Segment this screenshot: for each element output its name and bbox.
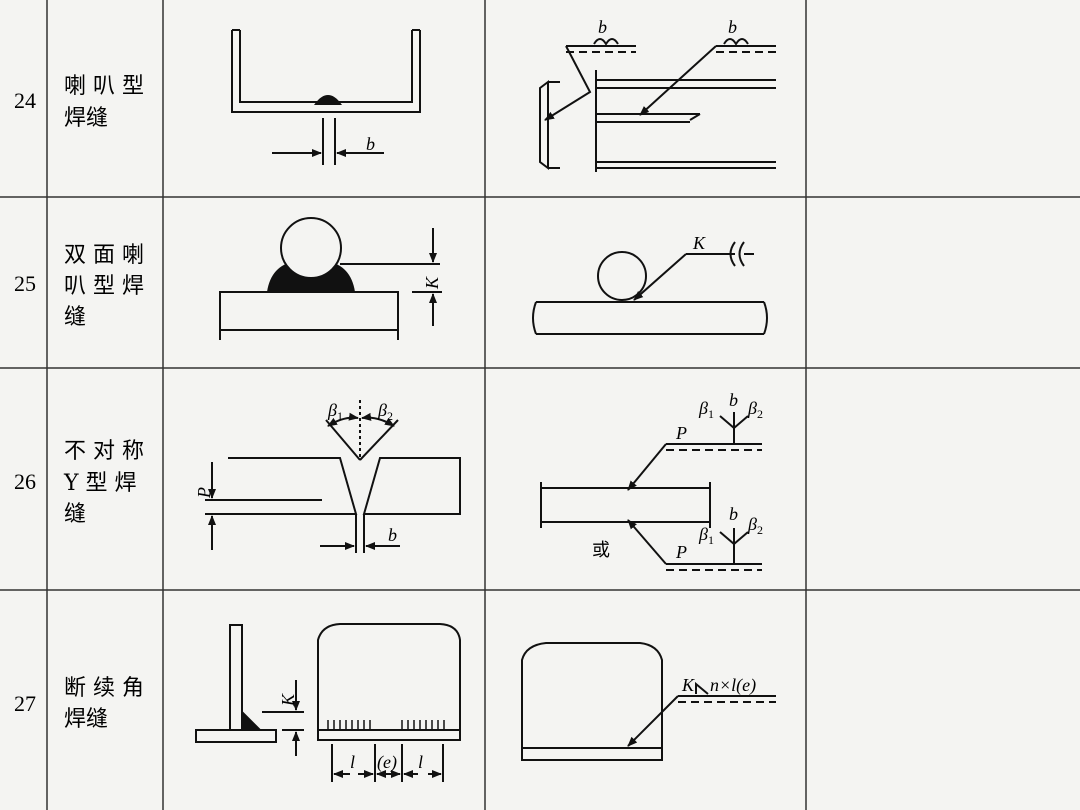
length-l-label: l	[418, 752, 423, 772]
or-label: 或	[592, 540, 610, 561]
symbol-beta2-label: β2	[747, 398, 763, 421]
beta2-label: β2	[377, 400, 393, 423]
weld-name-line: 喇 叭 型	[64, 74, 144, 99]
row-26: 26 不 对 称 Y 型 焊 缝 β1 β2 P b	[14, 390, 763, 571]
symbol-gap-label: b	[728, 17, 737, 37]
row-25: 25 双 面 喇 叭 型 焊 缝 K K	[14, 217, 768, 340]
symbol-beta1-label: β1	[698, 398, 714, 421]
p-dim-label: P	[194, 487, 214, 499]
weld-name-line: 断 续 角	[64, 676, 144, 701]
double-flare-weld-section-drawing	[219, 217, 442, 340]
pitch-e-label: (e)	[377, 752, 397, 773]
symbol-n-l-e-label: n×l(e)	[710, 675, 756, 696]
k-dim-label: K	[278, 693, 298, 707]
gap-b-label: b	[388, 525, 397, 545]
symbol-b-label: b	[729, 504, 738, 524]
row-24: 24 喇 叭 型 焊缝 b	[14, 17, 776, 172]
double-flare-weld-symbol-drawing	[532, 241, 768, 335]
weld-name-line: Y 型 焊	[63, 471, 137, 496]
symbol-k-label: K	[681, 675, 695, 695]
row-number: 24	[14, 88, 36, 113]
length-l-label: l	[350, 752, 355, 772]
intermittent-fillet-symbol-drawing	[521, 642, 776, 761]
flare-weld-symbol-drawing	[539, 38, 776, 172]
weld-name-line: 缝	[64, 305, 86, 330]
weld-name-line: 不 对 称	[64, 439, 144, 464]
symbol-p-label: P	[675, 423, 687, 443]
row-number: 26	[14, 469, 36, 494]
symbol-b-label: b	[729, 390, 738, 410]
weld-name-line: 缝	[64, 502, 86, 527]
row-27: 27 断 续 角 焊缝	[14, 623, 776, 782]
symbol-beta1-label: β1	[698, 524, 714, 547]
asymmetric-y-weld-section-drawing	[205, 400, 461, 553]
flare-weld-section-drawing	[231, 29, 421, 165]
symbol-p-label: P	[675, 542, 687, 562]
weld-name-line: 焊缝	[64, 106, 108, 131]
asymmetric-y-weld-symbol-drawing	[540, 412, 762, 571]
dim-k-label: K	[422, 276, 442, 290]
weld-name-line: 焊缝	[64, 707, 108, 732]
weld-name-line: 叭 型 焊	[64, 274, 144, 299]
symbol-gap-label: b	[598, 17, 607, 37]
symbol-k-label: K	[692, 233, 706, 253]
row-number: 27	[14, 691, 36, 716]
gap-label: b	[366, 134, 375, 154]
row-number: 25	[14, 271, 36, 296]
beta1-label: β1	[327, 400, 343, 423]
weld-name-line: 双 面 喇	[64, 243, 144, 268]
symbol-beta2-label: β2	[747, 514, 763, 537]
intermittent-fillet-section-drawing	[195, 623, 461, 782]
